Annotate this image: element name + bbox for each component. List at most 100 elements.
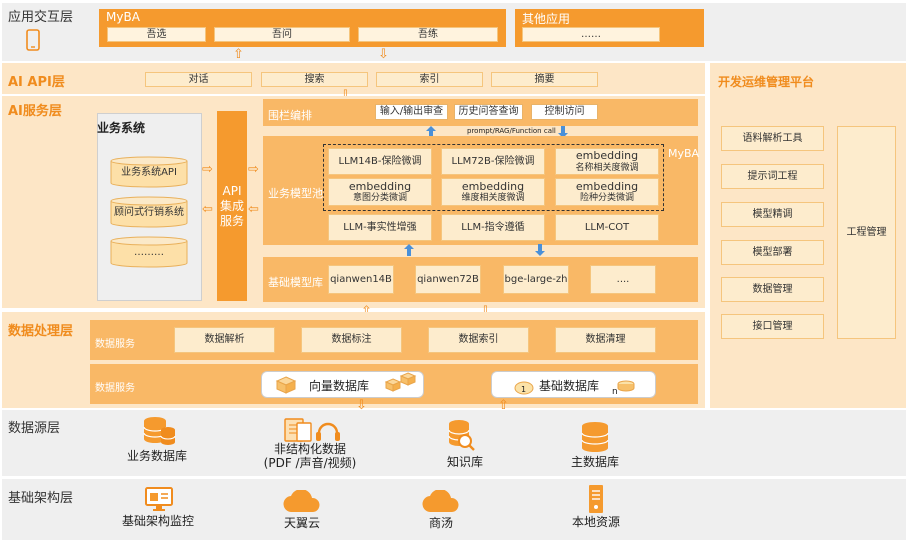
guardrail-title: 围栏编排	[268, 109, 312, 122]
model-llm-cot[interactable]: LLM-COT	[555, 214, 659, 241]
blue-arrow-down-guardrail	[558, 126, 568, 138]
embedding-type-line1: embedding	[575, 179, 639, 193]
master-db-icon	[581, 421, 609, 453]
data-proc-title: 数据处理层	[8, 324, 74, 339]
tianyi-cloud-icon	[283, 490, 321, 514]
api-item-index[interactable]: 索引	[376, 72, 483, 87]
infra-monitor-label: 基础架构监控	[121, 514, 194, 528]
api-item-search[interactable]: 搜索	[261, 72, 368, 87]
arrow-down-2: ⇩	[340, 89, 351, 102]
blue-arrow-up-guardrail	[426, 126, 436, 138]
unstructured-line2: (PDF /声音/视频)	[263, 456, 357, 471]
data-index[interactable]: 数据索引	[428, 327, 529, 353]
myba-app-title: MyBA	[106, 10, 140, 24]
api-integration-line1: API	[222, 183, 242, 198]
model-pool-title: 业务模型池	[268, 187, 323, 200]
guardrail-note: prompt/RAG/Function call	[467, 127, 556, 135]
model-embedding-insurance-type[interactable]: embedding 险种分类微调	[555, 178, 659, 206]
sensetime-label: 商汤	[428, 516, 453, 530]
arrow-up-1: ⇧	[233, 47, 244, 62]
local-resource-label: 本地资源	[571, 515, 620, 529]
data-source-title: 数据源层	[8, 421, 61, 436]
knowledge-base-label: 知识库	[446, 455, 483, 469]
blue-arrow-up-base	[404, 244, 414, 256]
business-db-label: 业务数据库	[126, 449, 187, 463]
devops-engineering-management[interactable]: 工程管理	[837, 126, 896, 339]
base-model-qianwen14b[interactable]: qianwen14B	[328, 265, 394, 294]
arrow-down-1: ⇩	[378, 47, 389, 62]
data-service-row1-title: 数据服务	[95, 339, 135, 350]
master-db-label: 主数据库	[570, 455, 619, 469]
tianyi-cloud-label: 天翼云	[283, 516, 320, 530]
model-llm72b-insurance[interactable]: LLM72B-保险微调	[441, 148, 545, 175]
api-item-summary[interactable]: 摘要	[491, 72, 598, 87]
base-model-more[interactable]: ....	[590, 265, 656, 294]
base-model-qianwen72b[interactable]: qianwen72B	[415, 265, 481, 294]
devops-model-deploy[interactable]: 模型部署	[721, 240, 824, 265]
embedding-type-line2: 险种分类微调	[579, 193, 634, 204]
devops-interface-management[interactable]: 接口管理	[721, 314, 824, 339]
model-embedding-dimension[interactable]: embedding 维度相关度微调	[441, 178, 545, 206]
phone-icon	[26, 29, 40, 51]
model-llm-instruction[interactable]: LLM-指令遵循	[441, 214, 545, 241]
unstructured-line1: 非结构化数据	[273, 442, 346, 456]
embedding-dimension-line1: embedding	[461, 179, 525, 193]
devops-prompt-engineering[interactable]: 提示词工程	[721, 164, 824, 189]
base-db-mark-n: n	[612, 387, 618, 397]
arrow-left-model: ⇦	[248, 202, 259, 217]
knowledge-base-icon	[447, 419, 475, 451]
infra-monitor-icon	[144, 486, 174, 512]
other-apps-item[interactable]: ……	[522, 27, 660, 42]
app-item-wuwen[interactable]: 吾问	[214, 27, 350, 42]
api-integration-panel	[217, 111, 247, 301]
devops-model-finetune[interactable]: 模型精调	[721, 202, 824, 227]
base-model-bge[interactable]: bge-large-zh	[503, 265, 569, 294]
model-llm-factual[interactable]: LLM-事实性增强	[328, 214, 432, 241]
guardrail-history-query[interactable]: 历史问答查询	[454, 104, 523, 120]
embedding-intent-line2: 意图分类微调	[352, 193, 407, 204]
devops-corpus-tool[interactable]: 语料解析工具	[721, 126, 824, 151]
business-api-label: 业务系统API	[121, 167, 177, 179]
model-embedding-intent[interactable]: embedding 意图分类微调	[328, 178, 432, 206]
business-more-label: ………	[134, 247, 164, 259]
base-db-link-icon	[617, 380, 635, 392]
vector-db-cubes-icon	[385, 371, 417, 393]
api-integration-line2: 集成	[219, 198, 244, 213]
business-db-icon	[142, 416, 176, 446]
model-llm14b-insurance[interactable]: LLM14B-保险微调	[328, 148, 432, 175]
service-layer-title: AI服务层	[8, 104, 62, 119]
data-annotate[interactable]: 数据标注	[301, 327, 402, 353]
api-integration-label: API 集成 服务	[217, 111, 247, 301]
app-item-wuxuan[interactable]: 吾选	[107, 27, 206, 42]
business-api-cylinder[interactable]	[110, 156, 188, 188]
base-db-mark-1: 1	[521, 385, 527, 394]
arrow-right-api: ⇨	[202, 162, 213, 177]
app-layer-title: 应用交互层	[8, 10, 74, 25]
consultative-sales-cylinder[interactable]	[110, 196, 188, 228]
sensetime-icon	[422, 490, 460, 514]
arrow-left-api: ⇦	[202, 202, 213, 217]
business-more-cylinder[interactable]	[110, 236, 188, 268]
app-item-wulian[interactable]: 吾练	[358, 27, 498, 42]
arrow-up-4: ⇧	[498, 398, 509, 413]
data-parse[interactable]: 数据解析	[174, 327, 275, 353]
guardrail-io-review[interactable]: 输入/输出审查	[375, 104, 448, 120]
api-item-dialog[interactable]: 对话	[145, 72, 252, 87]
base-db-label: 基础数据库	[539, 379, 600, 393]
embedding-name-line2: 名称相关度微调	[575, 162, 639, 173]
api-layer-title: AI API层	[8, 75, 65, 90]
vector-db-icon	[275, 375, 297, 395]
business-system-title: 业务系统	[97, 121, 146, 135]
data-clean[interactable]: 数据清理	[555, 327, 656, 353]
consultative-sales-label: 顾问式行销系统	[114, 207, 184, 219]
guardrail-access-control[interactable]: 控制访问	[531, 104, 598, 120]
model-embedding-name-relevance[interactable]: embedding 名称相关度微调	[555, 148, 659, 175]
other-apps-title: 其他应用	[522, 12, 571, 26]
base-models-title: 基础模型库	[268, 276, 323, 289]
vector-db-label: 向量数据库	[309, 379, 370, 393]
api-integration-line3: 服务	[219, 213, 244, 228]
devops-title: 开发运维管理平台	[718, 75, 815, 89]
devops-data-management[interactable]: 数据管理	[721, 277, 824, 302]
myba-dashed-group	[323, 144, 664, 211]
embedding-intent-line1: embedding	[348, 179, 412, 193]
